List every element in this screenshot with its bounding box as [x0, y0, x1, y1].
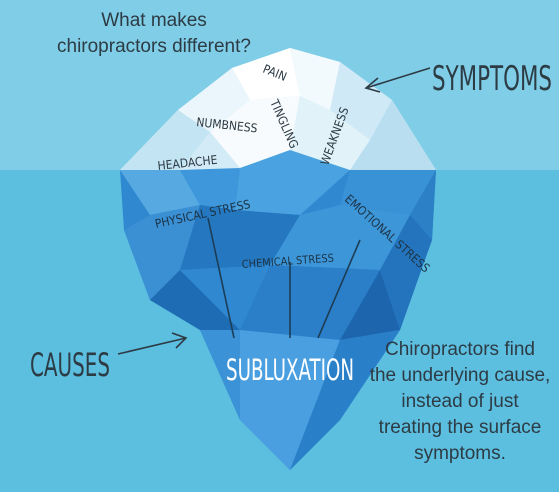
line-emotional-to-subluxation — [317, 239, 361, 339]
explanation-line2: the underlying cause, — [370, 365, 551, 386]
question-line2: chiropractors different? — [57, 36, 251, 57]
causes-arrow-icon — [117, 332, 188, 355]
causes-label: CAUSES — [30, 346, 110, 384]
iceberg-underwater — [120, 150, 436, 470]
explanation-line3: instead of just — [401, 391, 519, 412]
explanation-line1: Chiropractors find — [385, 339, 535, 360]
explanation-line4: treating the surface — [379, 417, 542, 438]
iceberg-tip — [120, 48, 436, 170]
cause-chemical-stress: CHEMICAL STRESS — [241, 252, 334, 271]
question-line1: What makes — [101, 10, 207, 31]
symptoms-arrow-icon — [364, 67, 431, 93]
symptoms-label: SYMPTOMS — [432, 59, 552, 99]
explanation-text: Chiropractors find the underlying cause,… — [370, 339, 551, 464]
subluxation-label: SUBLUXATION — [226, 353, 354, 387]
symptom-numbness: NUMBNESS — [196, 115, 259, 135]
line-physical-to-subluxation — [207, 217, 235, 339]
symptom-headache: HEADACHE — [157, 153, 218, 173]
connector-lines — [207, 217, 361, 339]
explanation-line5: symptoms. — [414, 443, 506, 464]
